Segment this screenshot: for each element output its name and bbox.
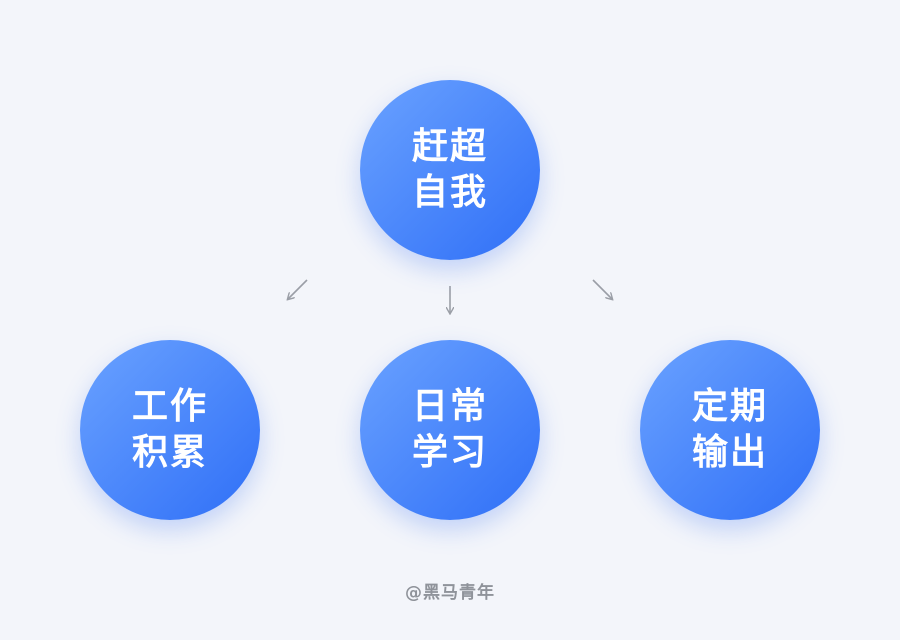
node-right-circle: 定期 输出 — [640, 340, 820, 520]
author-credit: @黑马青年 — [405, 583, 495, 603]
node-top-line1: 赶超 — [411, 126, 488, 167]
node-left-line2: 积累 — [131, 432, 208, 473]
node-middle-circle: 日常 学习 — [360, 340, 540, 520]
arrow-to-left-node — [288, 279, 308, 299]
node-middle-line2: 学习 — [411, 432, 488, 473]
node-right-line1: 定期 — [691, 386, 768, 427]
node-left-line1: 工作 — [131, 386, 208, 427]
node-right-line2: 输出 — [691, 432, 768, 473]
arrow-to-right-node — [592, 279, 612, 299]
node-middle-line1: 日常 — [411, 386, 488, 427]
node-top-line2: 自我 — [411, 172, 488, 213]
node-left-circle: 工作 积累 — [80, 340, 260, 520]
node-top-circle: 赶超 自我 — [360, 80, 540, 260]
